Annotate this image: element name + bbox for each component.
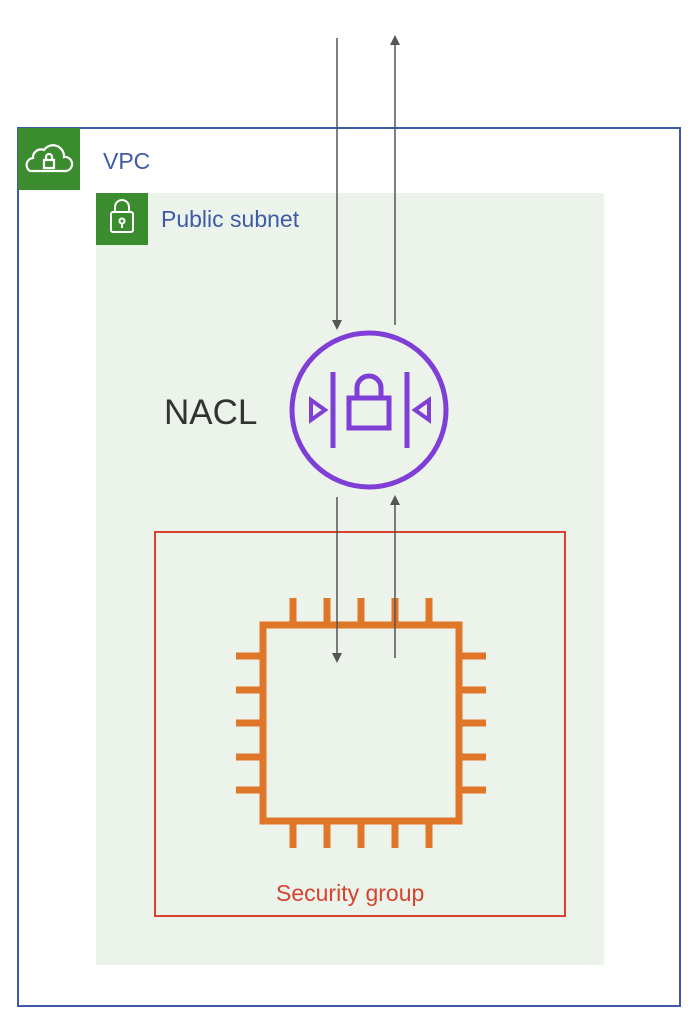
subnet-badge — [96, 193, 148, 245]
cloud-lock-icon — [25, 144, 74, 173]
security-group-boundary — [154, 531, 566, 917]
public-subnet-label: Public subnet — [161, 206, 300, 232]
vpc-label: VPC — [103, 148, 150, 174]
chip-icon — [236, 598, 486, 848]
security-group-label: Security group — [276, 880, 424, 906]
network-acl-icon — [289, 330, 449, 490]
public-subnet-area — [96, 193, 604, 965]
nacl-label: NACL — [164, 393, 257, 432]
vpc-badge — [18, 128, 80, 190]
padlock-icon — [110, 199, 134, 233]
